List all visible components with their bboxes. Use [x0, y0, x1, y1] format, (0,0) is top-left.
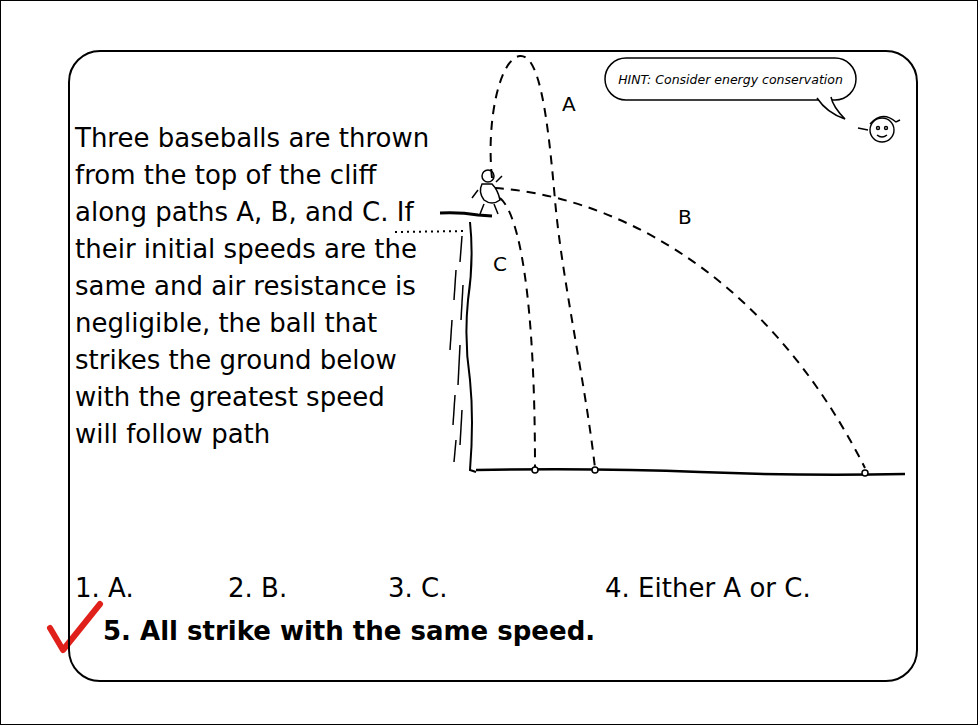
cliff-ledge — [440, 213, 492, 216]
bubble-tail — [817, 97, 845, 119]
question-text: Three baseballs are thrown from the top … — [75, 123, 429, 449]
path-label: A — [562, 92, 576, 116]
path-label: C — [493, 252, 507, 276]
path-b — [495, 188, 865, 468]
bubble-shape — [605, 58, 856, 100]
path-label: B — [678, 205, 692, 229]
path-c — [500, 198, 535, 468]
answer-option: 5. All strike with the same speed. — [103, 616, 595, 647]
check-mark — [50, 604, 100, 650]
answer-option: 1. A. — [75, 573, 134, 604]
path-a — [491, 56, 595, 468]
thrower-figure — [472, 170, 502, 214]
hint-text: HINT: Consider energy conservation — [618, 72, 843, 87]
text-float-spacer — [435, 120, 905, 490]
ground-line — [476, 469, 905, 474]
landing-points — [532, 467, 868, 476]
cartoon-face — [858, 116, 900, 142]
question-block: Three baseballs are thrown from the top … — [75, 120, 905, 490]
cliff-hatching — [450, 236, 463, 462]
hint-text-wrap: HINT: Consider energy conservation — [604, 57, 857, 101]
dotted-ledge — [395, 231, 466, 232]
hint-bubble: HINT: Consider energy conservation — [604, 57, 857, 101]
answer-option: 3. C. — [388, 573, 448, 604]
answer-option: 4. Either A or C. — [605, 573, 811, 604]
cliff-face — [466, 222, 476, 472]
answer-option: 2. B. — [228, 573, 287, 604]
